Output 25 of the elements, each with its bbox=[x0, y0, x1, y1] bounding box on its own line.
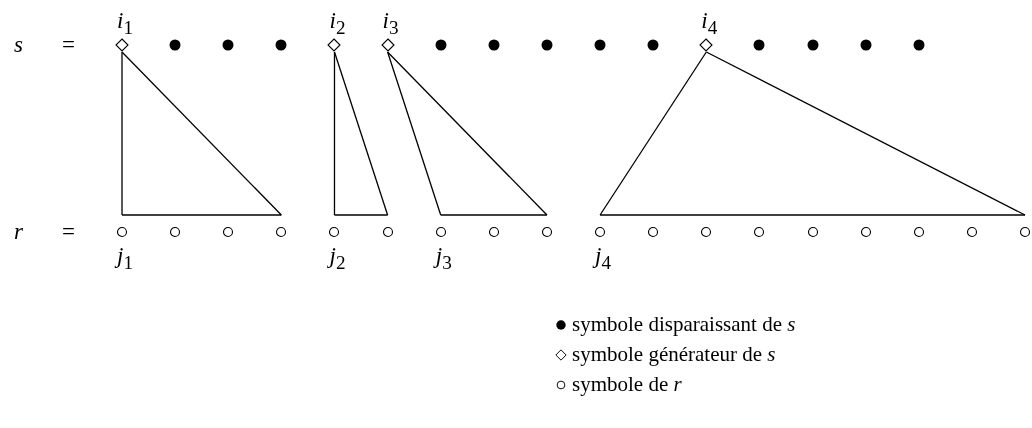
connector-line bbox=[599, 51, 707, 216]
legend-text: symbole de r bbox=[572, 374, 682, 395]
base-line bbox=[333, 214, 389, 216]
connector-line bbox=[386, 51, 548, 216]
connector-line bbox=[121, 51, 123, 216]
variable-label: r bbox=[14, 220, 23, 243]
equals-sign: = bbox=[62, 220, 75, 243]
equals-sign: = bbox=[62, 33, 75, 56]
index-label: i$_{1}$ bbox=[117, 9, 133, 37]
index-label: i$_{3}$ bbox=[382, 9, 399, 37]
variable-label: s bbox=[14, 33, 23, 56]
index-label: j$_{2}$ bbox=[329, 244, 346, 272]
index-label: i$_{2}$ bbox=[329, 9, 346, 37]
base-line bbox=[599, 214, 1026, 216]
index-label: j$_{3}$ bbox=[435, 244, 452, 272]
base-line bbox=[121, 214, 282, 216]
connector-line bbox=[386, 51, 442, 216]
connector-line bbox=[333, 51, 336, 216]
legend-text: symbole générateur de s bbox=[572, 344, 776, 365]
connector-line bbox=[333, 51, 389, 216]
legend-text: symbole disparaissant de s bbox=[572, 314, 796, 335]
connector-line bbox=[121, 51, 282, 216]
index-label: i$_{4}$ bbox=[701, 9, 718, 37]
base-line bbox=[440, 214, 548, 216]
connector-line bbox=[705, 51, 1026, 216]
